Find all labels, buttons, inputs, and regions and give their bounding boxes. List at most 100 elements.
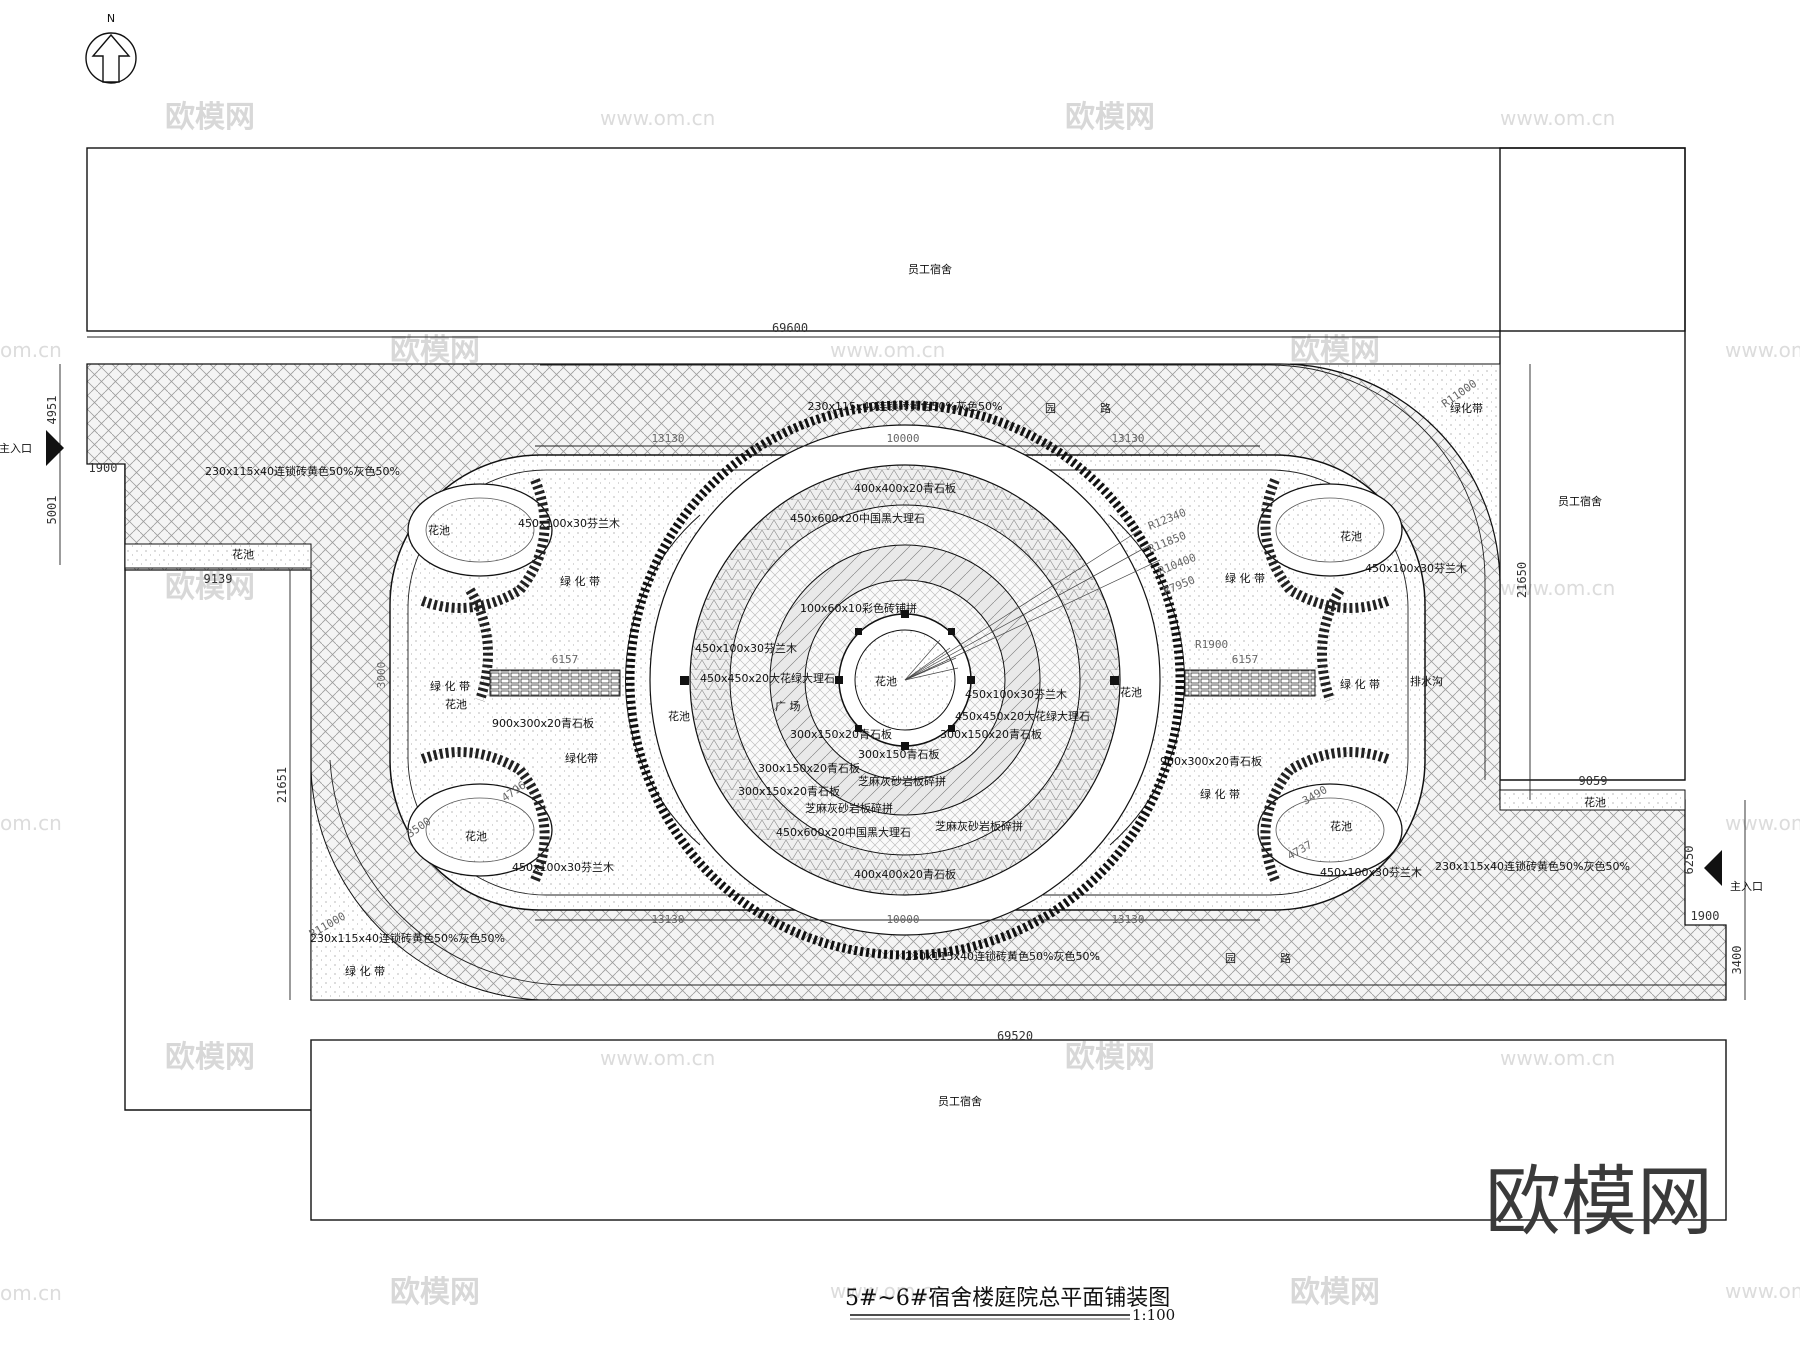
label-green-r2: 绿 化 带 [1340, 677, 1380, 691]
label-road-top-1: 园 [1045, 402, 1056, 415]
label-flower-c-left: 花池 [668, 710, 690, 723]
label-wood-c-r: 450x100x30芬兰木 [965, 688, 1067, 701]
label-paver-bottom: 230x115x40连锁砖黄色50%灰色50% [905, 949, 1100, 963]
watermark-site: www.om.cn [830, 1279, 945, 1303]
dim-right-height: 21650 [1515, 562, 1529, 598]
entrance-marker-left [46, 430, 64, 466]
label-wood-tr: 450x100x30芬兰木 [1365, 562, 1467, 575]
watermark-site: www.om.cn [1500, 1046, 1615, 1070]
watermark-site: www.om.cn [1725, 338, 1800, 362]
watermark-site: om.cn [0, 338, 62, 362]
watermark-brand: 欧模网 [165, 570, 255, 605]
watermark-site: om.cn [0, 811, 62, 835]
label-granite-c: 芝麻灰砂岩板碎拼 [935, 819, 1023, 833]
dim-10000-top: 10000 [886, 432, 919, 445]
dim-4951: 4951 [45, 396, 59, 425]
dim-13130-bl: 13130 [651, 913, 684, 926]
label-bluestone-bot: 400x400x20青石板 [854, 867, 956, 881]
watermark-brand: 欧模网 [390, 1275, 480, 1310]
watermark-layer: 欧模网 www.om.cn 欧模网 www.om.cn om.cn 欧模网 ww… [0, 100, 1800, 1310]
label-flower-bed-right: 花池 [1584, 796, 1606, 809]
side-path-right [1184, 669, 1316, 697]
side-path-left [489, 669, 621, 697]
north-arrow-icon: N [85, 12, 137, 84]
flower-bed-right [1499, 789, 1686, 811]
label-green-r1: 绿 化 带 [1225, 571, 1265, 585]
label-green-l2: 绿 化 带 [430, 679, 470, 693]
label-green-belt-tr: 绿化带 [1450, 401, 1483, 415]
entrance-marker-right [1704, 850, 1722, 886]
entrance-left-label: 主入口 [0, 442, 32, 455]
dim-right-1900: 1900 [1691, 909, 1720, 923]
label-wood-br: 450x100x30芬兰木 [1320, 866, 1422, 879]
dim-9139: 9139 [204, 572, 233, 586]
label-flower-l: 花池 [445, 698, 467, 711]
dim-bottom-width: 69520 [997, 1029, 1033, 1043]
label-plaza: 广 场 [775, 699, 801, 713]
wood-plank-arcs [418, 478, 1392, 882]
lot-outline-left [124, 464, 311, 1111]
label-road-bot-1: 园 [1225, 952, 1236, 965]
dimension-lines [59, 336, 1746, 1041]
watermark-site: www.om.cn [600, 106, 715, 130]
dim-13130-tl: 13130 [651, 432, 684, 445]
watermark-site: www.om.cn [1725, 1279, 1800, 1303]
label-green-r3: 绿 化 带 [1200, 787, 1240, 801]
label-garden-bl: 花池 [465, 830, 487, 843]
watermark-big: 欧模网 [1485, 1157, 1713, 1246]
watermark-brand: 欧模网 [1065, 100, 1155, 135]
watermark-site: www.om.cn [1500, 106, 1615, 130]
label-paver-top: 230x115x40连锁砖黄色50%灰色50% [808, 399, 1003, 413]
dim-13130-br: 13130 [1111, 913, 1144, 926]
drawing-scale: 1:100 [1132, 1306, 1175, 1324]
corner-gardens [407, 483, 1403, 877]
building-top-label: 员工宿舍 [908, 262, 952, 276]
green-belt-tr [1289, 363, 1501, 585]
label-road-bot-2: 路 [1280, 952, 1291, 965]
label-bluestone-300-d: 300x150x20青石板 [738, 784, 840, 798]
label-bluestone-300-c: 300x150x20青石板 [758, 761, 860, 775]
watermark-site: om.cn [0, 1281, 62, 1305]
label-flower-r: 花池 [1120, 686, 1142, 699]
label-brick-100: 100x60x10彩色砖铺拼 [800, 601, 917, 615]
building-bottom-label: 员工宿舍 [938, 1094, 982, 1108]
watermark-brand: 欧模网 [1065, 1040, 1155, 1075]
building-right [1499, 147, 1686, 781]
label-bluestone-900-l: 900x300x20青石板 [492, 716, 594, 730]
label-marble-c-r: 450x450x20大花绿大理石 [955, 709, 1090, 723]
label-paver-bottom-left: 230x115x40连锁砖黄色50%灰色50% [310, 931, 505, 945]
label-wood-tl: 450x100x30芬兰木 [518, 517, 620, 530]
label-marble-450-c: 450x450x20大花绿大理石 [700, 671, 835, 685]
label-green-l1: 绿 化 带 [560, 574, 600, 588]
label-bluestone-300-a: 300x150x20青石板 [790, 727, 892, 741]
watermark-brand: 欧模网 [1290, 1275, 1380, 1310]
label-granite-b: 芝麻灰砂岩板碎拼 [805, 801, 893, 815]
building-right-label: 员工宿舍 [1558, 494, 1602, 508]
label-wood-450-c: 450x100x30芬兰木 [695, 642, 797, 655]
dim-9059: 9059 [1579, 774, 1608, 788]
dim-gap-right: 6157 [1232, 653, 1259, 666]
label-green-belt-bl: 绿 化 带 [345, 964, 385, 978]
dim-3000: 3000 [375, 662, 388, 689]
entrance-right-label: 主入口 [1730, 880, 1763, 893]
label-bluestone-300-e: 300x150x20青石板 [940, 727, 1042, 741]
label-garden-tr: 花池 [1340, 530, 1362, 543]
label-granite-a: 芝麻灰砂岩板碎拼 [858, 774, 946, 788]
label-wood-bl: 450x100x30芬兰木 [512, 861, 614, 874]
dim-3400: 3400 [1730, 946, 1744, 975]
label-bluestone-900-r: 900x300x20青石板 [1160, 754, 1262, 768]
label-garden-br: 花池 [1330, 820, 1352, 833]
watermark-brand: 欧模网 [165, 100, 255, 135]
label-flower-bed-left: 花池 [232, 548, 254, 561]
drawing-title: 5#~6#宿舍楼庭院总平面铺装图 [845, 1286, 1170, 1311]
flower-bed-left [124, 543, 312, 569]
label-drain: 排水沟 [1410, 674, 1443, 688]
label-green-l3: 绿化带 [565, 751, 598, 765]
label-garden-c: 花池 [875, 675, 897, 688]
label-garden-tl: 花池 [428, 524, 450, 537]
watermark-brand: 欧模网 [1290, 333, 1380, 368]
label-marble-a: 450x600x20中国黑大理石 [790, 511, 925, 525]
label-bluestone-300-b: 300x150青石板 [858, 747, 940, 761]
watermark-brand: 欧模网 [390, 333, 480, 368]
